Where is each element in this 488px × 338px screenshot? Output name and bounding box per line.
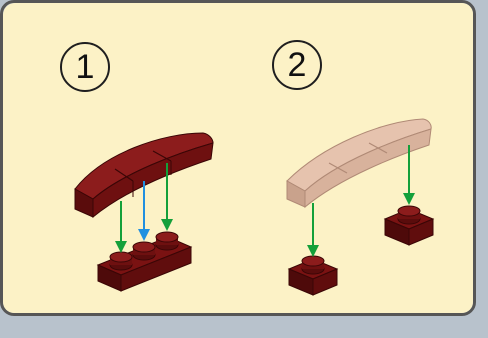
step2-plate-right bbox=[383, 205, 435, 246]
step2-arrow-left bbox=[307, 203, 319, 257]
step2-assembly bbox=[286, 118, 435, 296]
step1-stud bbox=[155, 231, 179, 251]
step1-assembly bbox=[74, 132, 214, 292]
step1-arrow-right bbox=[161, 163, 173, 231]
step1-stud bbox=[132, 241, 156, 261]
step-number-2: 2 bbox=[272, 40, 322, 90]
step2-curved-brick bbox=[286, 118, 432, 209]
step2-arrow-right bbox=[403, 145, 415, 205]
step-number-1: 1 bbox=[60, 42, 110, 92]
step1-plate bbox=[96, 231, 193, 292]
step1-arrow-middle bbox=[138, 181, 150, 241]
instruction-panel: 1 2 bbox=[0, 0, 476, 316]
step1-arrow-left bbox=[115, 201, 127, 253]
panel-illustration bbox=[3, 3, 473, 313]
step1-stud bbox=[109, 251, 133, 271]
step2-plate-left bbox=[287, 255, 339, 296]
step1-curved-brick bbox=[74, 132, 214, 219]
